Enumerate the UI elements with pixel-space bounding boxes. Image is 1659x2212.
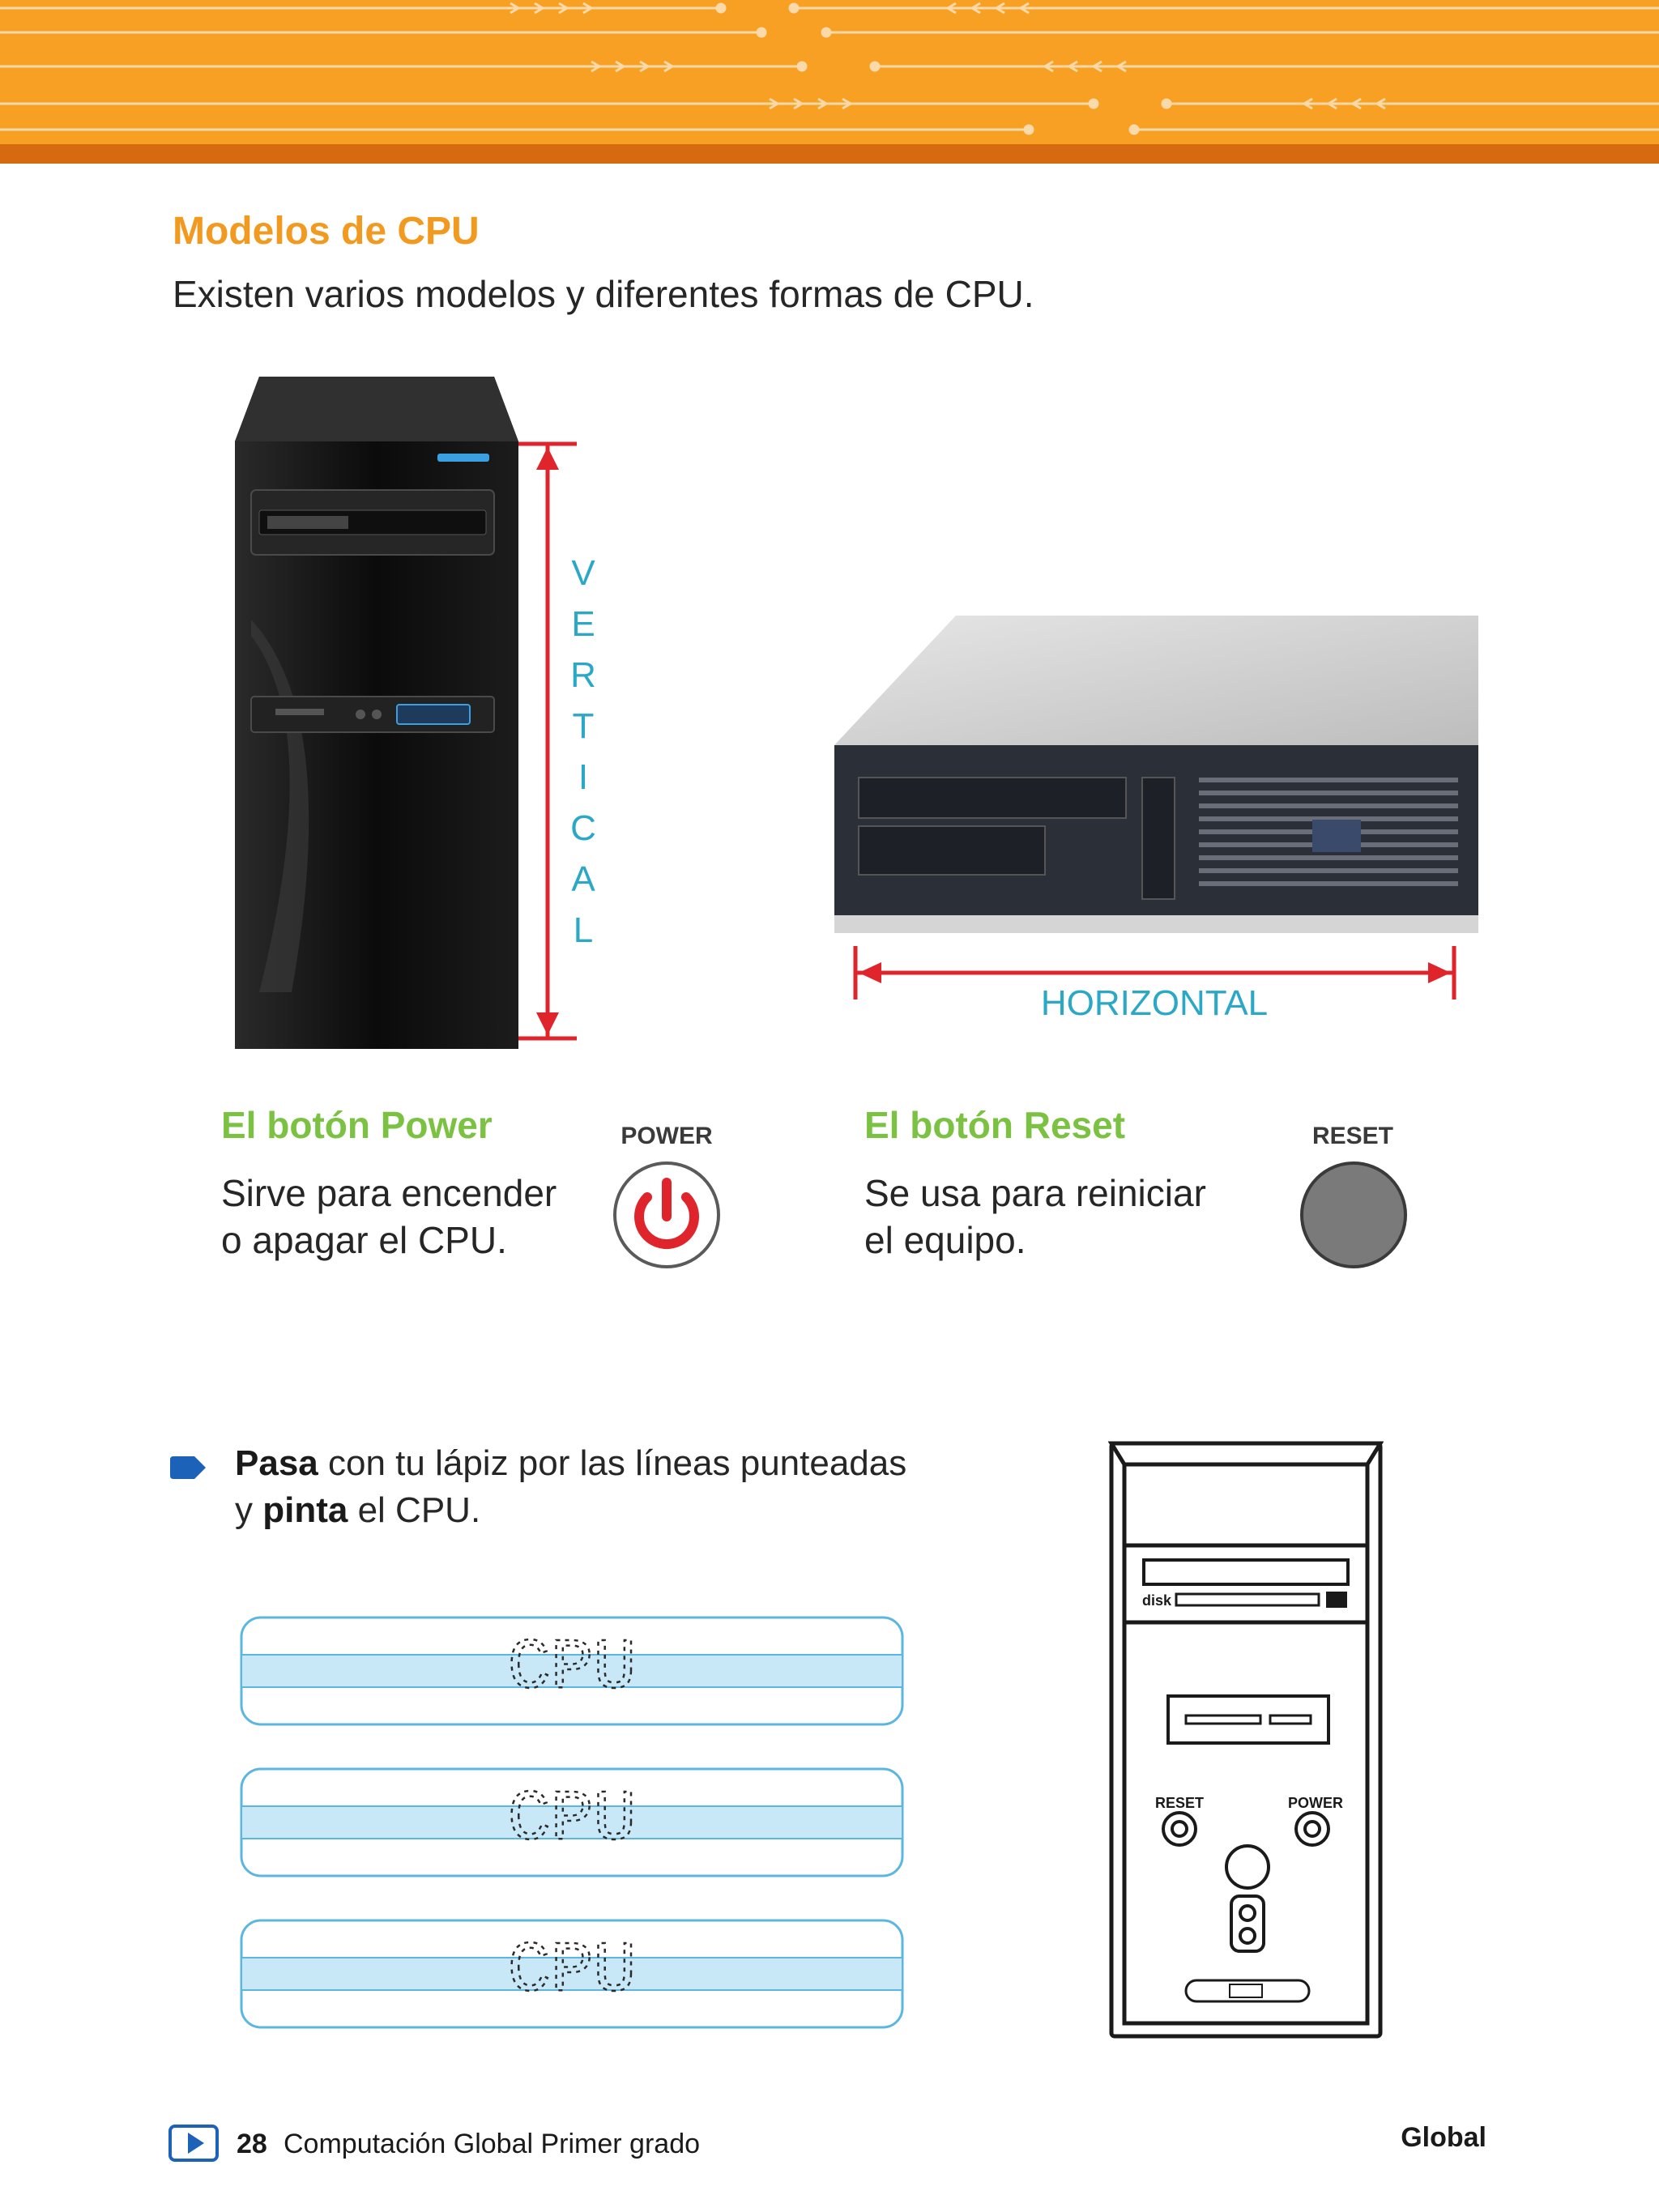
reset-description-line: Se usa para reiniciar: [864, 1172, 1206, 1214]
vertical-letter: T: [572, 706, 595, 746]
power-description: Sirve para encender o apagar el CPU.: [221, 1170, 557, 1264]
horizontal-arrow: [853, 946, 1456, 999]
power-icon: [613, 1161, 720, 1268]
bullet-marker-icon: [170, 1456, 206, 1479]
drawing-reset-label: RESET: [1155, 1795, 1204, 1811]
traceable-word: CPU: [508, 1780, 636, 1860]
reset-description: Se usa para reiniciar el equipo.: [864, 1170, 1206, 1264]
vertical-letter: I: [578, 757, 589, 797]
reset-title: El botón Reset: [864, 1104, 1126, 1146]
activity-instruction: Pasa con tu lápiz por las líneas puntead…: [235, 1440, 906, 1534]
play-icon: [168, 2125, 219, 2162]
reset-description-line: el equipo.: [864, 1219, 1026, 1261]
reset-caption: RESET: [1311, 1123, 1394, 1149]
power-description-line: o apagar el CPU.: [221, 1219, 507, 1261]
disk-label: disk: [1142, 1592, 1172, 1609]
vertical-letter: C: [570, 808, 596, 848]
activity-verb-pinta: pinta: [262, 1490, 348, 1530]
vertical-arrow: [518, 441, 577, 1041]
vertical-letter: A: [571, 859, 595, 899]
tracing-row[interactable]: CPU: [240, 1616, 904, 1726]
section-title: Modelos de CPU: [173, 210, 480, 253]
vertical-letter: L: [573, 910, 594, 950]
tower-cpu-image: [235, 377, 518, 1049]
activity-text-lead2: y: [235, 1490, 263, 1530]
vertical-label: V E R T I C A L: [567, 548, 599, 956]
power-description-line: Sirve para encender: [221, 1172, 557, 1214]
power-caption: POWER: [621, 1123, 713, 1149]
vertical-letter: E: [571, 604, 595, 644]
activity-text-line2: el CPU.: [348, 1490, 481, 1530]
activity-text-line1: con tu lápiz por las líneas punteadas: [318, 1443, 907, 1483]
activity-verb-pasa: Pasa: [235, 1443, 318, 1483]
traceable-word: CPU: [508, 1932, 636, 2012]
tracing-row[interactable]: CPU: [240, 1767, 904, 1877]
tracing-row[interactable]: CPU: [240, 1919, 904, 2029]
power-title: El botón Power: [221, 1104, 493, 1146]
header-banner: [0, 0, 1659, 164]
book-title: Computación Global Primer grado: [284, 2129, 701, 2159]
drawing-power-label: POWER: [1288, 1795, 1343, 1811]
cpu-coloring-drawing[interactable]: disk RESET POWER: [1108, 1440, 1384, 2039]
desktop-cpu-image: [834, 616, 1478, 933]
vertical-letter: R: [570, 655, 596, 695]
traceable-word: CPU: [508, 1629, 636, 1709]
page-number: 28: [237, 2129, 267, 2159]
horizontal-label: HORIZONTAL: [1040, 983, 1269, 1023]
vertical-letter: V: [571, 553, 595, 593]
reset-button-icon: [1300, 1161, 1407, 1268]
intro-text: Existen varios modelos y diferentes form…: [173, 273, 1034, 315]
publisher-brand: Global: [1401, 2122, 1486, 2153]
